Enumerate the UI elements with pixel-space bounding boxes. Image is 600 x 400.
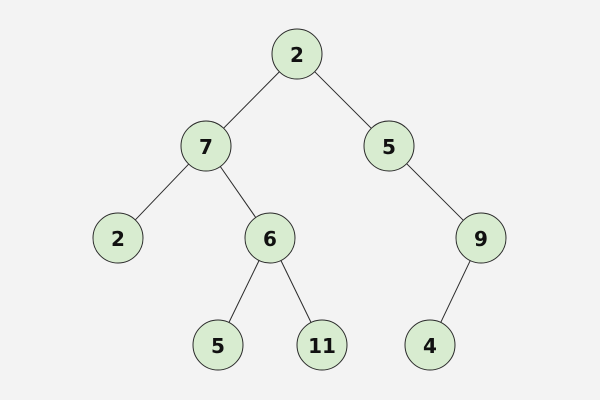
nodes-layer: 2 7 5 2 6 9 5 11 4	[92, 28, 507, 371]
tree-node-label: 5	[382, 135, 396, 159]
tree-node-circle	[244, 212, 296, 264]
tree-edge-n1-n2	[223, 71, 280, 129]
tree-node-label: 2	[290, 43, 304, 67]
tree-node: 11	[296, 319, 348, 371]
tree-node-circle	[455, 212, 507, 264]
tree-node-circle	[404, 319, 456, 371]
tree-edge-n3-n6	[406, 163, 464, 221]
tree-node-circle	[180, 120, 232, 172]
tree-node-label: 7	[199, 135, 213, 159]
tree-node-label: 2	[111, 227, 125, 251]
tree-node-label: 4	[423, 334, 437, 358]
tree-node: 2	[92, 212, 144, 264]
tree-node: 5	[363, 120, 415, 172]
tree-node-label: 11	[308, 334, 336, 358]
tree-edge-n2-n5	[219, 166, 257, 218]
tree-node: 2	[271, 28, 323, 80]
tree-node: 5	[192, 319, 244, 371]
tree-node-label: 5	[211, 334, 225, 358]
tree-node-circle	[92, 212, 144, 264]
tree-edge-n2-n4	[134, 163, 190, 221]
tree-node-label: 9	[474, 227, 488, 251]
tree-edge-n5-n8	[280, 260, 312, 323]
tree-node: 7	[180, 120, 232, 172]
tree-edge-n5-n7	[228, 260, 260, 323]
tree-node-circle	[296, 319, 348, 371]
tree-node: 9	[455, 212, 507, 264]
tree-node-circle	[363, 120, 415, 172]
tree-node: 4	[404, 319, 456, 371]
tree-node: 6	[244, 212, 296, 264]
edges-layer	[134, 71, 471, 323]
tree-edge-n6-n9	[440, 260, 471, 323]
tree-node-circle	[192, 319, 244, 371]
tree-node-label: 6	[263, 227, 277, 251]
tree-node-circle	[271, 28, 323, 80]
tree-edge-n1-n3	[314, 71, 372, 129]
